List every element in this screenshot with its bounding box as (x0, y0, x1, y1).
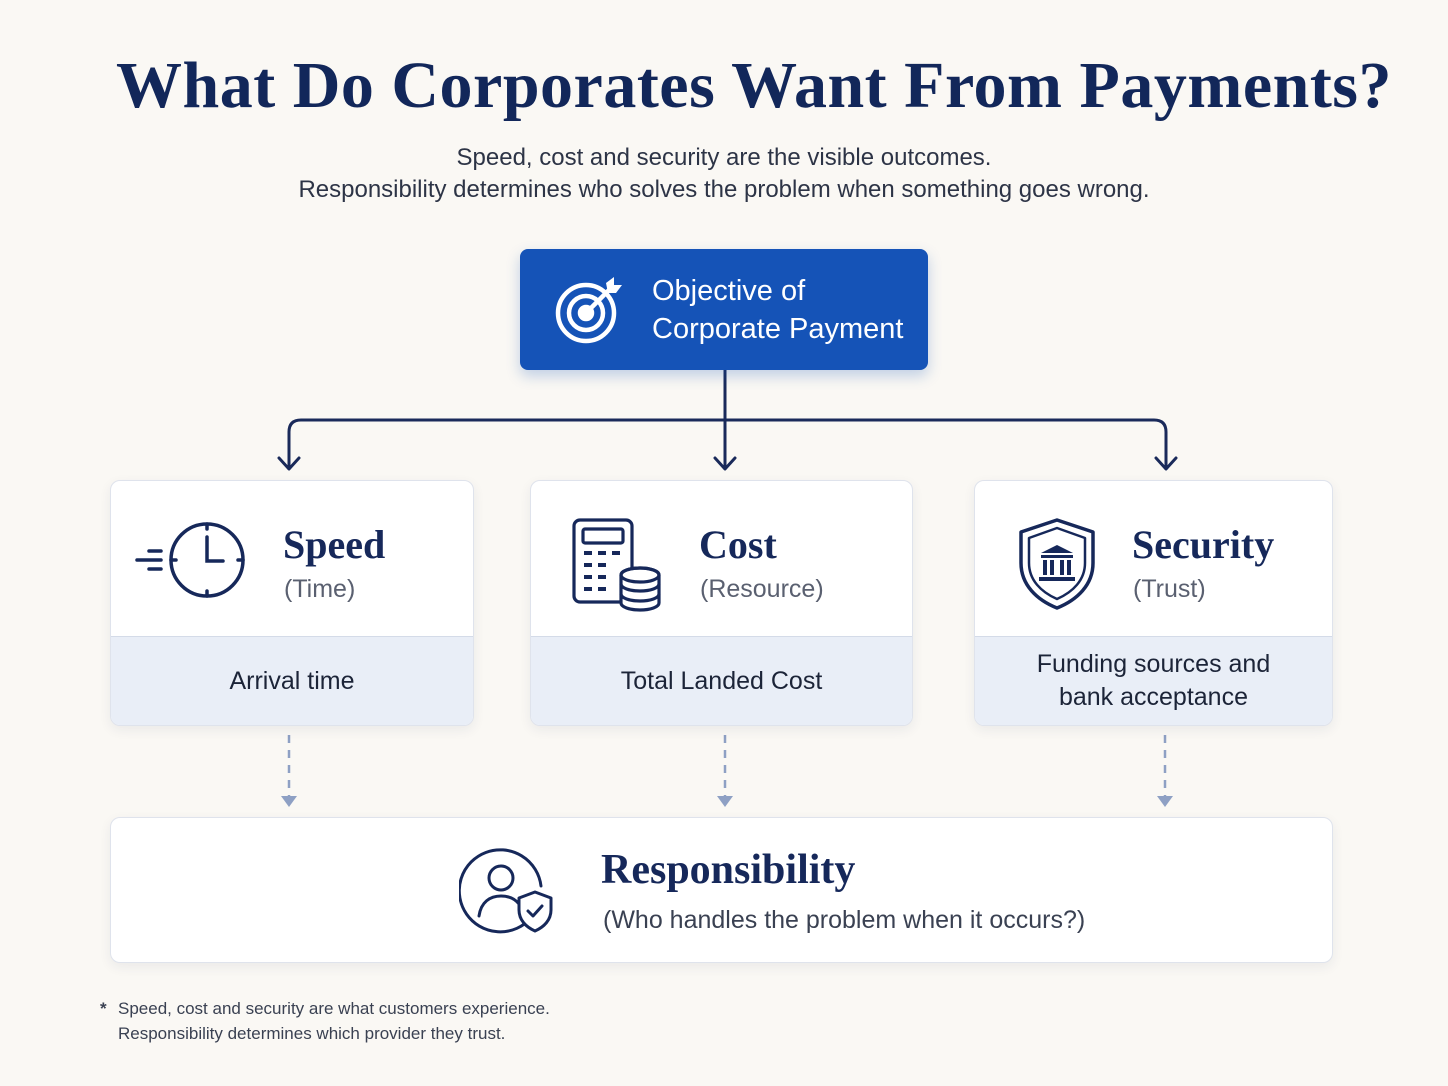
speed-detail: Arrival time (229, 666, 355, 695)
objective-line-1: Objective of (652, 274, 806, 307)
cost-subtitle: (Resource) (700, 575, 824, 603)
user-shield-icon (459, 848, 553, 934)
target-arrow-icon (555, 276, 622, 343)
calculator-coins-icon (572, 518, 661, 612)
connector-branch (287, 418, 1168, 468)
shield-bank-icon (1019, 518, 1095, 610)
security-detail-line-2: bank acceptance (1058, 683, 1248, 711)
footnote-marker: * (100, 999, 107, 1018)
objective-label: Objective of Corporate Payment (652, 272, 903, 348)
page-title: What Do Corporates Want From Payments? (116, 49, 1392, 122)
responsibility-box: Responsibility (Who handles the problem … (110, 817, 1333, 963)
speed-title: Speed (283, 522, 386, 567)
arrowhead-speed (277, 456, 301, 471)
speed-subtitle: (Time) (284, 575, 356, 603)
card-security: Security (Trust) Funding sources and ban… (974, 480, 1333, 726)
cost-title: Cost (699, 522, 777, 567)
security-detail-band: Funding sources and bank acceptance (975, 636, 1332, 725)
footnote-line-2: Responsibility determines which provider… (118, 1024, 506, 1043)
dashed-arrowhead-security (1157, 796, 1173, 807)
dashed-arrowhead-speed (281, 796, 297, 807)
cost-detail: Total Landed Cost (620, 666, 823, 695)
card-speed: Speed (Time) Arrival time (110, 480, 474, 726)
dashed-arrowhead-cost (717, 796, 733, 807)
objective-box: Objective of Corporate Payment (520, 249, 928, 370)
security-subtitle: (Trust) (1133, 575, 1206, 603)
objective-line-2: Corporate Payment (652, 312, 904, 345)
subtitle-line-1: Speed, cost and security are the visible… (456, 144, 992, 171)
clock-icon (135, 522, 245, 598)
security-detail: Funding sources and bank acceptance (1037, 648, 1270, 714)
responsibility-title: Responsibility (601, 847, 856, 893)
security-title: Security (1132, 522, 1275, 567)
cost-detail-band: Total Landed Cost (531, 636, 912, 725)
footnote: * Speed, cost and security are what cust… (100, 996, 550, 1046)
security-detail-line-1: Funding sources and (1036, 650, 1271, 678)
speed-detail-band: Arrival time (111, 636, 473, 725)
page-subtitle: Speed, cost and security are the visible… (0, 142, 1448, 206)
card-cost: Cost (Resource) Total Landed Cost (530, 480, 913, 726)
subtitle-line-2: Responsibility determines who solves the… (298, 176, 1150, 203)
arrowhead-cost (713, 456, 737, 471)
arrowhead-security (1154, 456, 1178, 471)
responsibility-subtitle: (Who handles the problem when it occurs?… (603, 906, 1086, 934)
footnote-line-1: Speed, cost and security are what custom… (118, 999, 550, 1018)
